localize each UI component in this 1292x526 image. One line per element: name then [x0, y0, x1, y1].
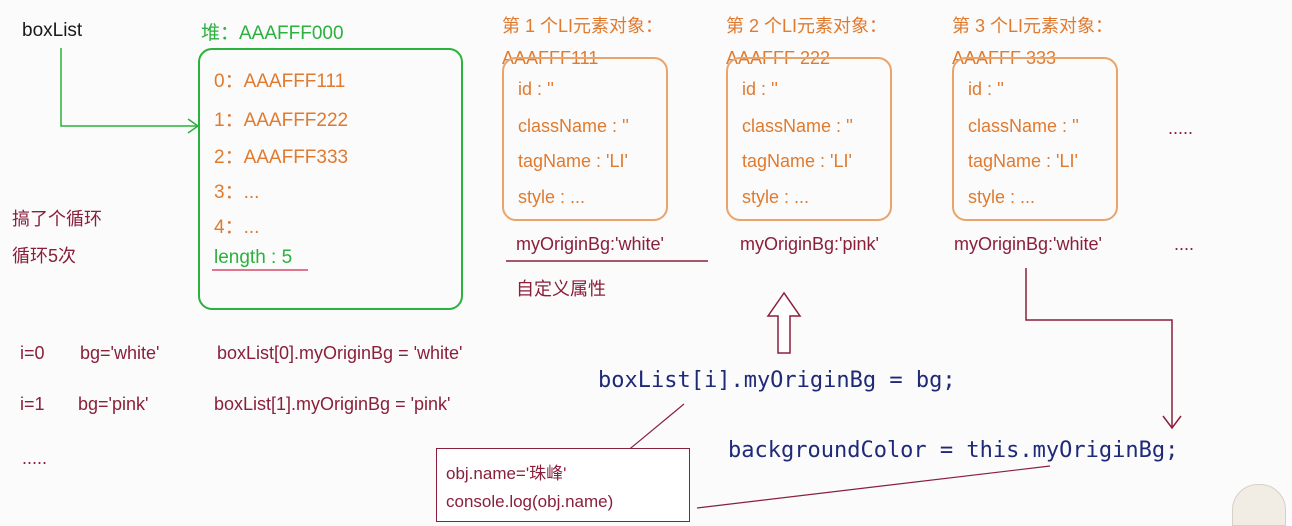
code-line-background-post: .myOriginBg;	[1019, 438, 1179, 463]
object-1-prop-style: style : ...	[518, 187, 586, 207]
object-2-prop-classname: className : ''	[742, 116, 853, 136]
object-3-prop-tagname: tagName : 'LI'	[968, 151, 1078, 171]
heap-row-4: 4：...	[214, 217, 260, 238]
iteration-0-bg: bg='white'	[80, 343, 160, 363]
mybg-to-this-arrowhead	[1162, 415, 1182, 430]
object-2-prop-tagname: tagName : 'LI'	[742, 151, 852, 171]
object-3-custom: myOriginBg:'white'	[954, 234, 1102, 254]
object-1-prop-id: id : ''	[518, 79, 554, 99]
iteration-1-i: i=1	[20, 394, 45, 414]
more-custom-ellipsis: ....	[1174, 234, 1195, 254]
object-3-prop-id: id : ''	[968, 79, 1004, 99]
object-2-prop-id: id : ''	[742, 79, 778, 99]
object-1-title: 第 1 个LI元素对象：	[502, 16, 664, 36]
code-line-assign: boxList[i].myOriginBg = bg;	[598, 368, 956, 393]
note-line-1: obj.name='珠峰'	[446, 464, 567, 483]
heap-row-3: 3：...	[214, 182, 260, 203]
code-line-background: backgroundColor = this.myOriginBg;	[728, 438, 1178, 463]
object-1-prop-tagname: tagName : 'LI'	[518, 151, 628, 171]
heap-box: 0：AAAFFF111 1：AAAFFF222 2：AAAFFF333 3：..…	[198, 48, 463, 310]
object-1-box: id : '' className : '' tagName : 'LI' st…	[502, 57, 668, 221]
mascot-icon	[1232, 484, 1286, 526]
object-3-prop-style: style : ...	[968, 187, 1036, 207]
heap-title: 堆：AAAFFF000	[201, 23, 344, 44]
note-connector-2	[696, 465, 1051, 509]
object-1-custom: myOriginBg:'white'	[516, 234, 664, 254]
object-3-title: 第 3 个LI元素对象：	[952, 16, 1114, 36]
code-line-background-pre: backgroundColor =	[728, 438, 967, 463]
iteration-1-bg: bg='pink'	[78, 394, 149, 414]
object-1-prop-classname: className : ''	[518, 116, 629, 136]
note-line-2: console.log(obj.name)	[446, 492, 614, 511]
iteration-0-assign: boxList[0].myOriginBg = 'white'	[217, 343, 463, 363]
object-2-title: 第 2 个LI元素对象：	[726, 16, 888, 36]
code-this-keyword: this	[966, 438, 1020, 463]
object-3-prop-classname: className : ''	[968, 116, 1079, 136]
heap-row-1: 1：AAAFFF222	[214, 110, 349, 131]
heap-row-2: 2：AAAFFF333	[214, 147, 349, 168]
object-2-custom: myOriginBg:'pink'	[740, 234, 879, 254]
note-box: obj.name='珠峰' console.log(obj.name)	[436, 448, 690, 522]
loop-note-line2: 循环5次	[12, 246, 77, 266]
heap-row-0: 0：AAAFFF111	[214, 71, 346, 92]
boxlist-arrow	[60, 48, 198, 127]
object-3-box: id : '' className : '' tagName : 'LI' st…	[952, 57, 1118, 221]
hollow-up-arrow	[766, 291, 802, 354]
more-objects-ellipsis: .....	[1168, 118, 1194, 138]
heap-length: length : 5	[214, 247, 293, 268]
boxlist-label: boxList	[22, 20, 83, 41]
mybg-to-this-line	[1025, 268, 1173, 428]
custom-attr-note: 自定义属性	[516, 279, 606, 299]
object-2-prop-style: style : ...	[742, 187, 810, 207]
iteration-1-assign: boxList[1].myOriginBg = 'pink'	[214, 394, 451, 414]
loop-note-line1: 搞了个循环	[12, 209, 102, 229]
iteration-more: .....	[22, 448, 48, 468]
iteration-0-i: i=0	[20, 343, 45, 363]
object-2-box: id : '' className : '' tagName : 'LI' st…	[726, 57, 892, 221]
